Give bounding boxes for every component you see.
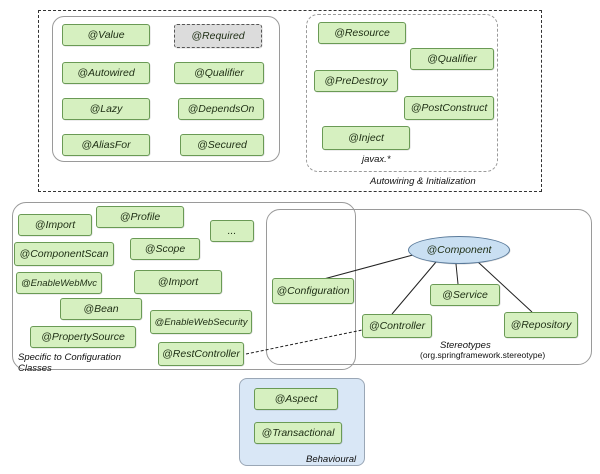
core-annotations-group xyxy=(52,16,280,162)
configuration-region xyxy=(12,202,356,370)
transactional-annotation: @Transactional xyxy=(254,422,342,444)
enablewebmvc-annotation: @EnableWebMvc xyxy=(16,272,102,294)
value-annotation: @Value xyxy=(62,24,150,46)
config-caption-line2: Classes xyxy=(18,363,52,374)
stereotypes-region xyxy=(266,209,592,365)
autowiring-initialization-region xyxy=(38,10,542,192)
restcontroller-to-controller-line xyxy=(245,329,363,355)
component-to-controller-line xyxy=(391,261,437,315)
repository-annotation: @Repository xyxy=(504,312,578,338)
restcontroller-annotation: @RestController xyxy=(158,342,244,366)
enablewebsecurity-annotation: @EnableWebSecurity xyxy=(150,310,252,334)
service-annotation: @Service xyxy=(430,284,500,306)
secured-annotation: @Secured xyxy=(180,134,264,156)
import-annotation-2: @Import xyxy=(134,270,222,294)
qualifier-annotation: @Qualifier xyxy=(174,62,264,84)
aspect-annotation: @Aspect xyxy=(254,388,338,410)
javax-caption: javax.* xyxy=(362,154,391,165)
javax-qualifier-annotation: @Qualifier xyxy=(410,48,494,70)
dependson-annotation: @DependsOn xyxy=(178,98,264,120)
ellipsis-box: ... xyxy=(210,220,254,242)
inject-annotation: @Inject xyxy=(322,126,410,150)
autowired-annotation: @Autowired xyxy=(62,62,150,84)
stereotypes-caption: Stereotypes xyxy=(440,340,491,351)
controller-annotation: @Controller xyxy=(362,314,432,338)
component-annotation: @Component xyxy=(408,236,510,264)
predestroy-annotation: @PreDestroy xyxy=(314,70,398,92)
behavioural-caption: Behavioural xyxy=(306,454,357,465)
profile-annotation: @Profile xyxy=(96,206,184,228)
propertysource-annotation: @PropertySource xyxy=(30,326,136,348)
lazy-annotation: @Lazy xyxy=(62,98,150,120)
scope-annotation: @Scope xyxy=(130,238,200,260)
postconstruct-annotation: @PostConstruct xyxy=(404,96,494,120)
aliasfor-annotation: @AliasFor xyxy=(62,134,150,156)
config-caption-line1: Specific to Configuration xyxy=(18,352,121,363)
bean-annotation: @Bean xyxy=(60,298,142,320)
resource-annotation: @Resource xyxy=(318,22,406,44)
component-to-repository-line xyxy=(477,261,533,313)
component-to-configuration-line xyxy=(319,251,425,281)
required-annotation: @Required xyxy=(174,24,262,48)
import-annotation: @Import xyxy=(18,214,92,236)
autowiring-caption: Autowiring & Initialization xyxy=(370,176,476,187)
component-to-service-line xyxy=(455,263,459,285)
stereotypes-subcaption: (org.springframework.stereotype) xyxy=(420,350,546,360)
javax-annotations-group xyxy=(306,14,498,172)
componentscan-annotation: @ComponentScan xyxy=(14,242,114,266)
configuration-annotation: @Configuration xyxy=(272,278,354,304)
